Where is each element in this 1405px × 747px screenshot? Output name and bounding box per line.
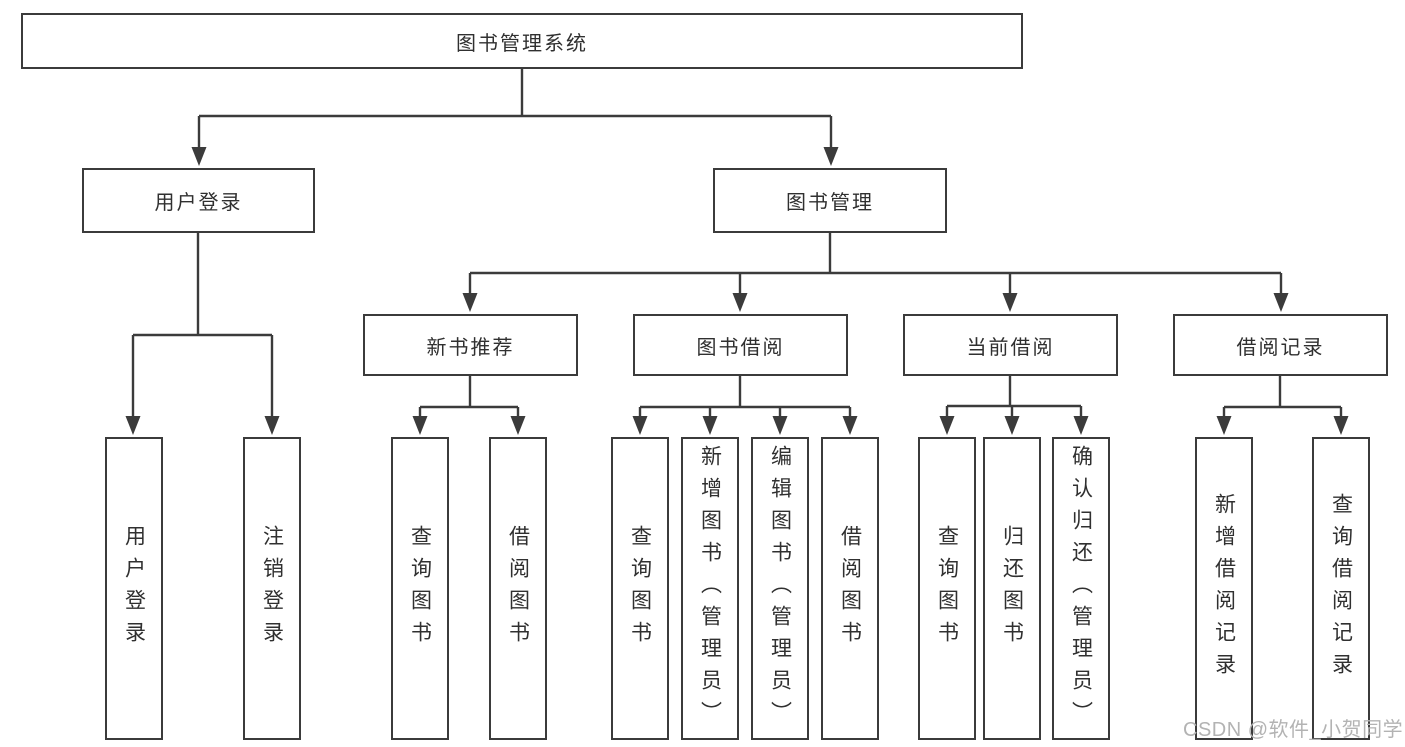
node-label: 确认归还（管理员） [1069,444,1093,733]
connector-user-login-children [125,233,280,435]
node-label: 查询借阅记录 [1329,492,1353,685]
leaf-borrow-books-recommend: 借阅图书 [489,437,547,740]
node-label: 新增图书（管理员） [698,444,722,733]
node-label: 查询图书 [628,524,652,653]
node-label: 新书推荐 [426,336,515,359]
connector-new-book-rec-children [412,376,526,435]
arrowhead-down-icon [939,416,1089,435]
leaf-confirm-return-admin: 确认归还（管理员） [1052,437,1110,740]
node-label: 新增借阅记录 [1212,492,1236,685]
csdn-watermark: CSDN @软件_小贺同学 [1183,719,1404,741]
node-label: 图书管理系统 [456,32,588,55]
node-label: 借阅记录 [1236,336,1325,359]
leaf-add-borrow-record: 新增借阅记录 [1195,437,1253,740]
node-book-management: 图书管理 [713,168,947,233]
node-current-borrowing: 当前借阅 [903,314,1118,376]
node-new-book-recommendation: 新书推荐 [363,314,578,376]
leaf-query-books-borrow: 查询图书 [611,437,669,740]
arrowhead-down-icon [125,416,280,435]
arrowhead-down-icon [1216,416,1349,435]
node-borrowing-records: 借阅记录 [1173,314,1388,376]
connector-current-borrow-children [939,376,1089,435]
arrowhead-down-icon [632,416,858,435]
node-label: 图书管理 [786,192,874,214]
node-label: 借阅图书 [838,524,862,653]
node-label: 查询图书 [935,524,959,653]
leaf-query-books-current: 查询图书 [918,437,976,740]
connector-book-mgmt-children [462,233,1289,312]
node-library-management-system: 图书管理系统 [21,13,1023,69]
arrowhead-down-icon [191,147,839,166]
connector-borrow-record-children [1216,376,1349,435]
node-label: 用户登录 [122,524,146,653]
leaf-query-books-recommend: 查询图书 [391,437,449,740]
arrowhead-down-icon [462,293,1289,312]
leaf-logout: 注销登录 [243,437,301,740]
node-label: 查询图书 [408,524,432,653]
leaf-edit-books-admin: 编辑图书（管理员） [751,437,809,740]
connector-root-to-level2 [191,69,839,166]
node-label: 用户登录 [154,192,243,214]
leaf-return-books: 归还图书 [983,437,1041,740]
leaf-borrow-books: 借阅图书 [821,437,879,740]
leaf-add-books-admin: 新增图书（管理员） [681,437,739,740]
node-label: 图书借阅 [696,336,785,359]
connector-book-borrow-children [632,376,858,435]
leaf-user-login: 用户登录 [105,437,163,740]
node-label: 归还图书 [1000,524,1024,653]
arrowhead-down-icon [412,416,526,435]
node-label: 注销登录 [260,524,284,653]
node-user-login: 用户登录 [82,168,315,233]
node-label: 当前借阅 [966,336,1055,359]
node-book-borrowing: 图书借阅 [633,314,848,376]
node-label: 编辑图书（管理员） [768,444,792,733]
node-label: 借阅图书 [506,524,530,653]
leaf-query-borrow-record: 查询借阅记录 [1312,437,1370,740]
